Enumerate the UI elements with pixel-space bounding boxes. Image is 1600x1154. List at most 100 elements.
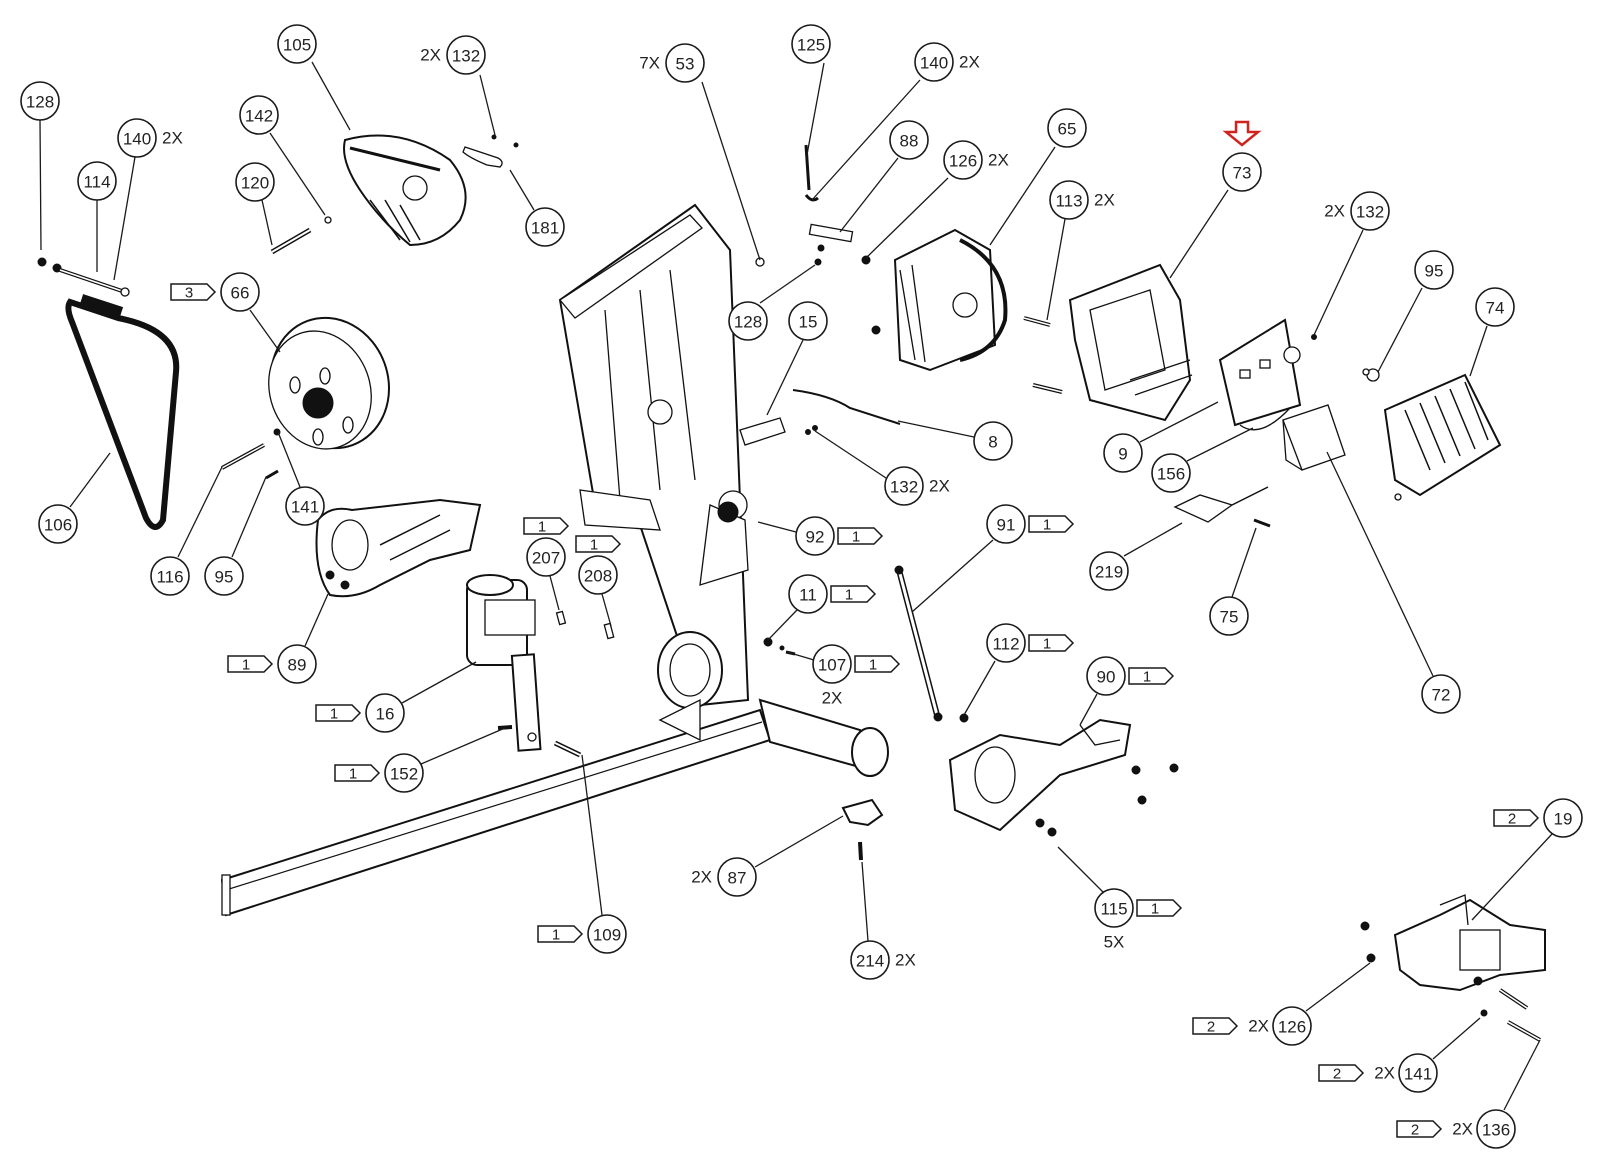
callout-circle	[1350, 191, 1390, 231]
callout-15[interactable]: 15	[788, 301, 828, 341]
quantity-label: 2X	[1452, 1120, 1473, 1139]
callout-8[interactable]: 8	[973, 421, 1013, 461]
quantity-label: 2X	[162, 129, 183, 148]
callout-113[interactable]: 113 2X	[1049, 180, 1115, 220]
callout-125[interactable]: 125	[791, 24, 831, 64]
callout-circle	[986, 504, 1026, 544]
callout-circle	[239, 95, 279, 135]
callout-circle	[986, 623, 1026, 663]
callout-89[interactable]: 891	[227, 644, 317, 684]
leader-line-8	[897, 420, 975, 438]
leader-line-107	[786, 651, 815, 661]
leader-line-113	[1046, 218, 1066, 321]
console-chassis-part	[1068, 263, 1193, 422]
callout-66[interactable]: 663	[170, 272, 260, 312]
callout-number: 8	[988, 433, 997, 452]
assembly-step-number: 1	[349, 766, 357, 783]
gas-spring-part	[894, 565, 943, 722]
callout-number: 132	[890, 478, 918, 497]
callout-72[interactable]: 72	[1421, 674, 1461, 714]
callout-number: 9	[1118, 445, 1127, 464]
callout-128a[interactable]: 128	[20, 81, 60, 121]
callout-116[interactable]: 116	[150, 556, 190, 596]
assembly-step-number: 1	[1151, 901, 1159, 918]
callout-128b[interactable]: 128	[728, 301, 768, 341]
callout-number: 140	[123, 130, 151, 149]
callout-114[interactable]: 114	[77, 161, 117, 201]
callout-219[interactable]: 219	[1089, 551, 1129, 591]
callout-95b[interactable]: 95	[204, 556, 244, 596]
leader-line-105	[311, 61, 351, 131]
callout-number: 106	[44, 516, 72, 535]
callout-88[interactable]: 88	[889, 120, 929, 160]
screws-part-115	[1035, 763, 1179, 837]
callout-74[interactable]: 74	[1475, 287, 1515, 327]
leader-line-53	[701, 81, 761, 261]
callout-142[interactable]: 142	[239, 95, 279, 135]
callout-105[interactable]: 105	[277, 24, 317, 64]
assembly-step-number: 2	[1508, 811, 1516, 828]
callout-75[interactable]: 75	[1209, 596, 1249, 636]
leader-line-73	[1169, 189, 1229, 279]
assembly-step-number: 1	[330, 706, 338, 723]
callout-120[interactable]: 120	[235, 162, 275, 202]
callout-95a[interactable]: 95	[1414, 250, 1454, 290]
assembly-step-number: 1	[1043, 517, 1051, 534]
assembly-step-tag	[1028, 515, 1075, 533]
callout-circle	[943, 140, 983, 180]
leader-line-88	[839, 157, 899, 233]
callout-141a[interactable]: 141	[285, 486, 325, 526]
callout-number: 208	[584, 567, 612, 586]
callout-181[interactable]: 181	[525, 207, 565, 247]
leader-line-126b	[1305, 962, 1371, 1012]
quantity-label: 2X	[1094, 191, 1115, 210]
callout-65[interactable]: 65	[1047, 108, 1087, 148]
leader-line-207	[549, 575, 560, 611]
assembly-step-number: 1	[1143, 669, 1151, 686]
callout-circle	[884, 466, 924, 506]
callout-circle	[204, 556, 244, 596]
callout-73[interactable]: 73	[1222, 152, 1262, 192]
leader-line-91	[911, 539, 994, 613]
callout-number: 132	[1356, 203, 1384, 222]
leader-line-72	[1326, 451, 1434, 677]
callout-156[interactable]: 156	[1151, 453, 1191, 493]
leader-line-95b	[231, 476, 267, 558]
callout-number: 15	[799, 313, 818, 332]
leader-line-115	[1057, 846, 1104, 893]
callout-9[interactable]: 9	[1103, 433, 1143, 473]
callout-19[interactable]: 192	[1493, 798, 1583, 838]
assembly-step-tag	[537, 925, 584, 943]
callout-number: 142	[245, 107, 273, 126]
leader-line-125	[805, 62, 825, 161]
callout-number: 113	[1055, 192, 1082, 211]
leader-line-156	[1186, 427, 1254, 462]
callout-140a[interactable]: 140 2X	[117, 118, 183, 158]
callout-106[interactable]: 106	[38, 504, 78, 544]
leader-line-65	[989, 146, 1056, 246]
callout-16[interactable]: 161	[315, 693, 405, 733]
